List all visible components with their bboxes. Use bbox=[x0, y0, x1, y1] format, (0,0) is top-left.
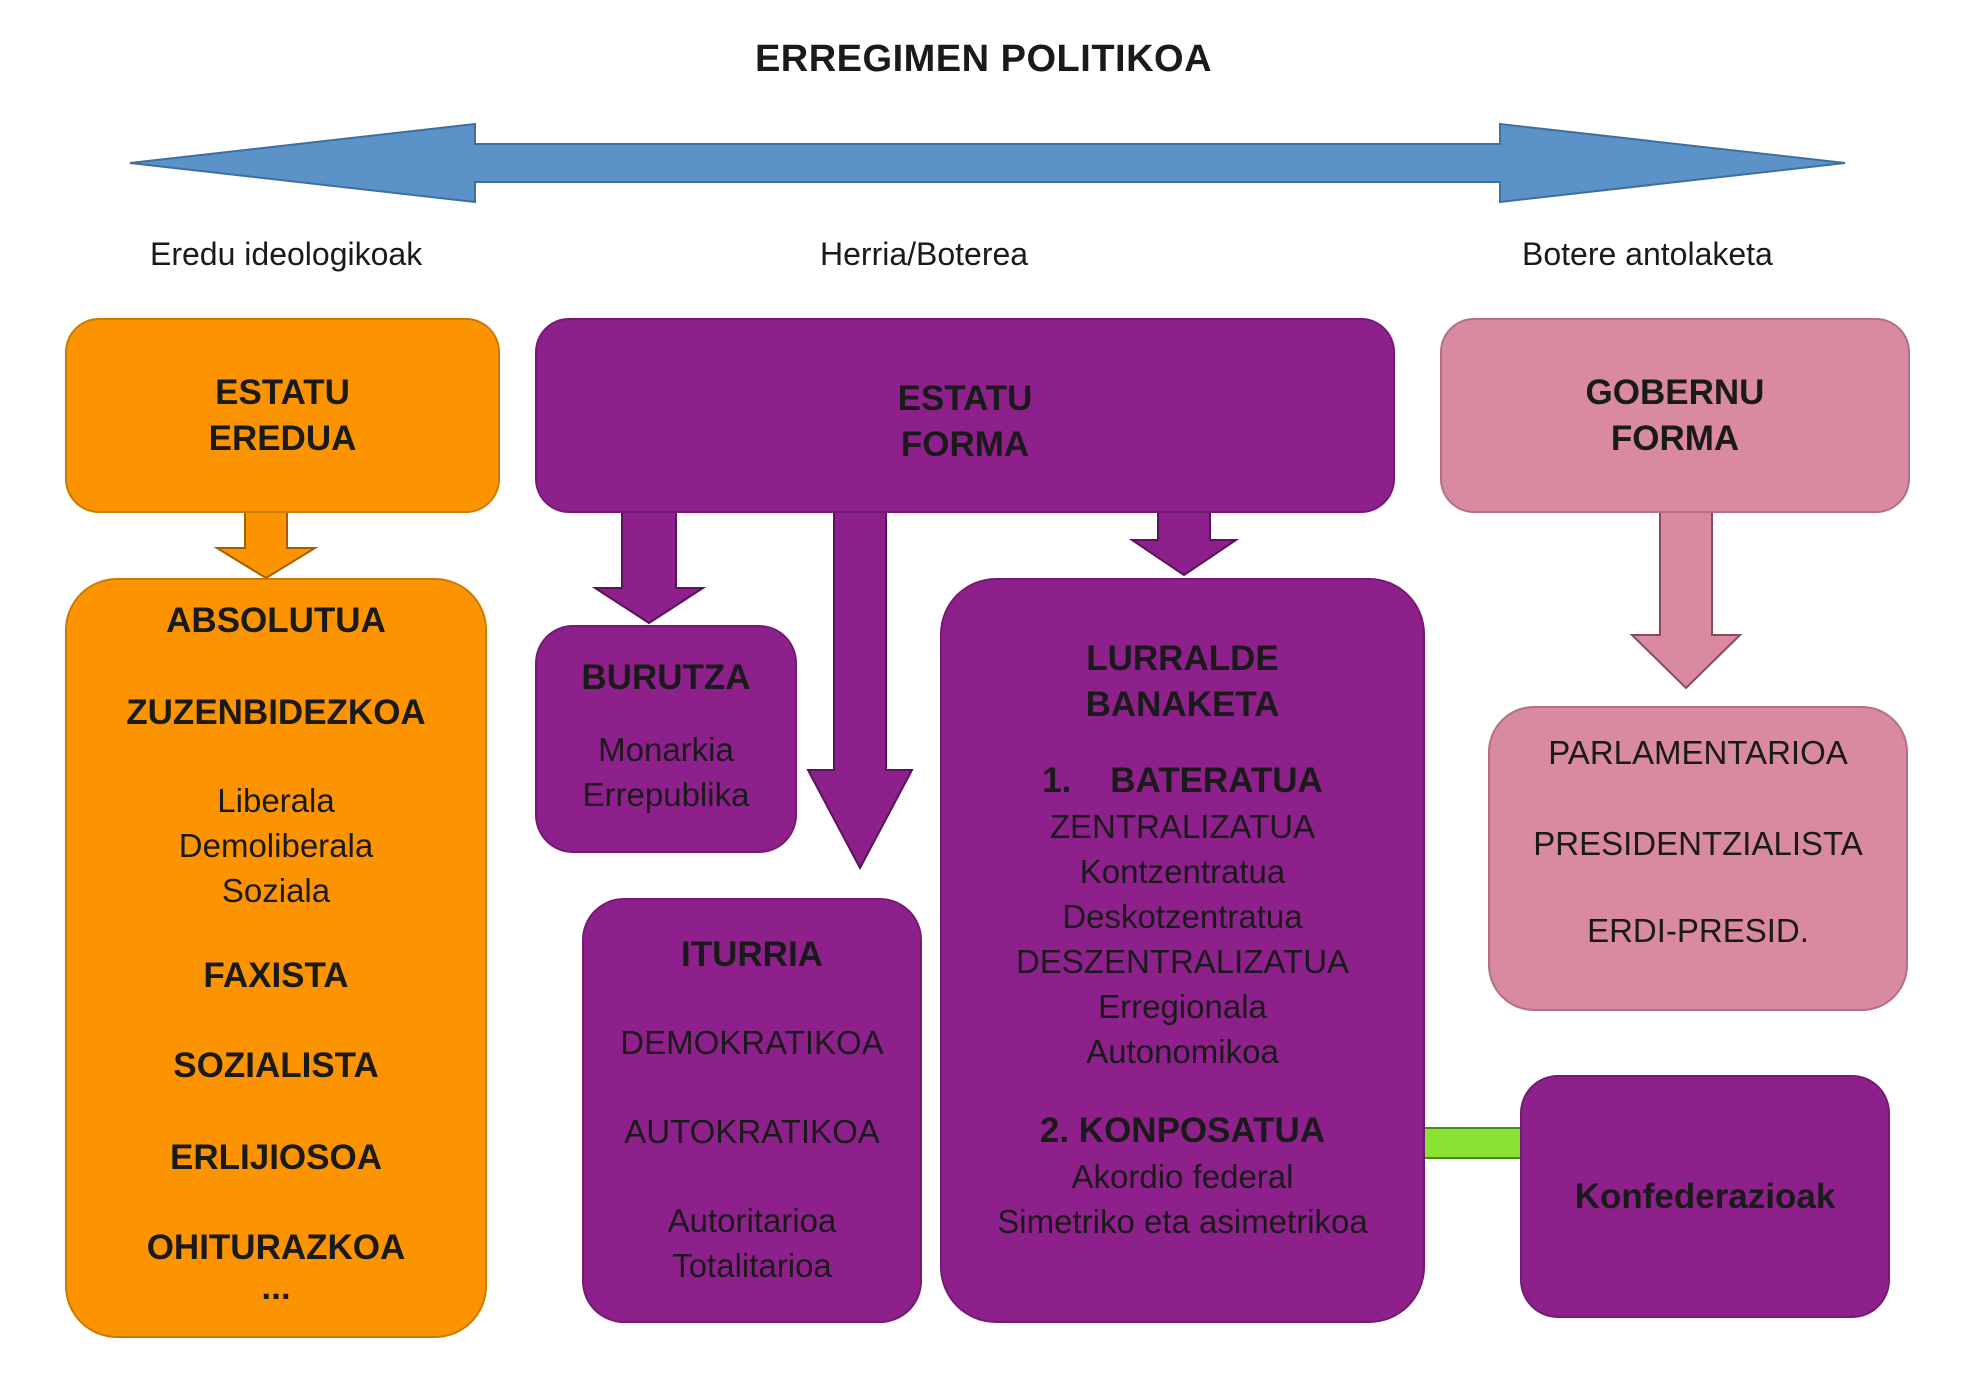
iturria-demokratikoa: DEMOKRATIKOA bbox=[620, 1024, 884, 1061]
down-arrow-iturria bbox=[806, 477, 914, 871]
item-liberala: Liberala bbox=[217, 782, 335, 819]
item-sozialista: SOZIALISTA bbox=[173, 1046, 379, 1085]
iturria-autokratikoa: AUTOKRATIKOA bbox=[624, 1113, 880, 1150]
lurralde-erregionala: Erregionala bbox=[1098, 988, 1267, 1025]
item-erlijiosoa: ERLIJIOSOA bbox=[170, 1138, 382, 1177]
burutza-title: BURUTZA bbox=[581, 658, 751, 697]
axis-label-center: Herria/Boterea bbox=[820, 236, 1029, 272]
estatu-forma-box: ESTATU FORMA bbox=[535, 318, 1395, 513]
axis-label-right: Botere antolaketa bbox=[1522, 236, 1773, 272]
burutza-monarkia: Monarkia bbox=[598, 731, 734, 768]
axis-label-left: Eredu ideologikoak bbox=[150, 236, 423, 272]
lurralde-zentralizatua: ZENTRALIZATUA bbox=[1049, 808, 1316, 845]
gobernu-forma-box: GOBERNU FORMA bbox=[1440, 318, 1910, 513]
iturria-title: ITURRIA bbox=[681, 935, 823, 974]
lurralde-title-1: LURRALDE bbox=[1086, 639, 1279, 678]
burutza-errepublika: Errepublika bbox=[582, 776, 750, 813]
double-arrow-axis bbox=[129, 122, 1846, 204]
lurralde-akordio: Akordio federal bbox=[1071, 1158, 1294, 1195]
lurralde-kontzentratua: Kontzentratua bbox=[1079, 853, 1286, 890]
estatu-forma-title-2: FORMA bbox=[900, 425, 1030, 464]
konfederazioak-box: Konfederazioak bbox=[1520, 1075, 1890, 1318]
lurralde-bateratua: 1. BATERATUA bbox=[1042, 761, 1323, 800]
burutza-box: BURUTZA Monarkia Errepublika bbox=[535, 625, 797, 853]
lurralde-deskotzentratua: Deskotzentratua bbox=[1062, 898, 1303, 935]
lurralde-deszentralizatua: DESZENTRALIZATUA bbox=[1015, 943, 1350, 980]
item-zuzenbidezkoa: ZUZENBIDEZKOA bbox=[126, 693, 426, 732]
gobernu-motak-box: PARLAMENTARIOA PRESIDENTZIALISTA ERDI-PR… bbox=[1488, 706, 1908, 1011]
item-soziala: Soziala bbox=[221, 872, 331, 909]
iturria-totalitarioa: Totalitarioa bbox=[672, 1247, 832, 1284]
gobernu-forma-title-2: FORMA bbox=[1610, 418, 1740, 458]
konfederazioak-label: Konfederazioak bbox=[1574, 1176, 1836, 1216]
diagram-title: ERREGIMEN POLITIKOA bbox=[754, 38, 1213, 80]
estatu-forma-title-1: ESTATU bbox=[897, 379, 1033, 418]
gobernu-erdi-presid: ERDI-PRESID. bbox=[1587, 912, 1809, 949]
gobernu-presidentzialista: PRESIDENTZIALISTA bbox=[1533, 825, 1863, 862]
gobernu-parlamentarioa: PARLAMENTARIOA bbox=[1548, 734, 1848, 771]
estatu-eredua-list: ABSOLUTUA ZUZENBIDEZKOA Liberala Demolib… bbox=[65, 578, 487, 1338]
iturria-autoritarioa: Autoritarioa bbox=[667, 1202, 837, 1239]
lurralde-title-2: BANAKETA bbox=[1085, 685, 1280, 724]
estatu-eredua-title-2: EREDUA bbox=[208, 418, 357, 458]
iturria-box: ITURRIA DEMOKRATIKOA AUTOKRATIKOA Autori… bbox=[582, 898, 922, 1323]
item-demoliberala: Demoliberala bbox=[178, 827, 374, 864]
gobernu-forma-title-1: GOBERNU bbox=[1585, 372, 1765, 412]
lurralde-banaketa-box: LURRALDE BANAKETA 1. BATERATUA ZENTRALIZ… bbox=[940, 578, 1425, 1323]
estatu-eredua-title-1: ESTATU bbox=[215, 372, 350, 412]
item-ellipsis: ... bbox=[261, 1268, 291, 1307]
item-ohiturazkoa: OHITURAZKOA bbox=[146, 1228, 406, 1267]
item-absolutua: ABSOLUTUA bbox=[166, 601, 386, 640]
item-faxista: FAXISTA bbox=[203, 956, 349, 995]
lurralde-konposatua: 2. KONPOSATUA bbox=[1039, 1111, 1326, 1150]
estatu-eredua-box: ESTATU EREDUA bbox=[65, 318, 500, 513]
lurralde-autonomikoa: Autonomikoa bbox=[1086, 1033, 1279, 1070]
lurralde-simetriko: Simetriko eta asimetrikoa bbox=[997, 1203, 1368, 1240]
